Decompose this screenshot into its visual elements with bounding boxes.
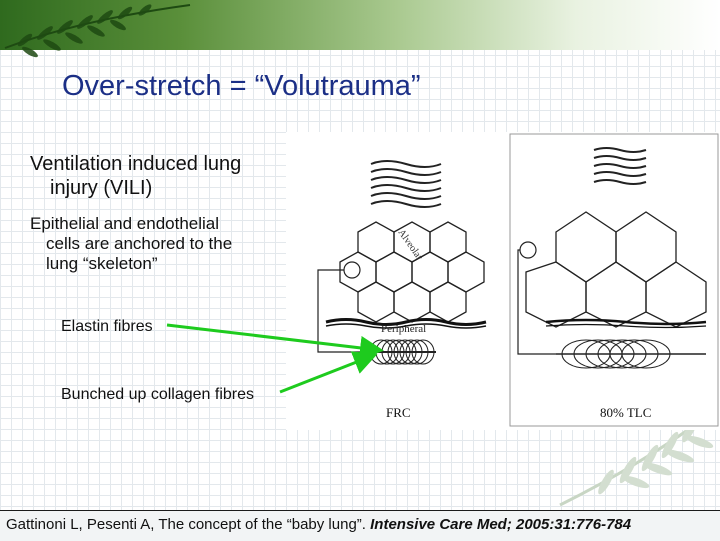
- bullet-vili-line1: Ventilation induced lung: [30, 153, 242, 175]
- arrow-collagen: [279, 351, 378, 394]
- fern-decoration-top: [4, 4, 191, 58]
- citation-authors: Gattinoni L, Pesenti A, The concept of t…: [6, 516, 366, 533]
- slide-title: Over-stretch = “Volutrauma”: [62, 70, 421, 102]
- bullet-anchoring-line1: Epithelial and endothelial: [30, 214, 220, 233]
- bullet-anchoring: Epithelial and endothelial cells are anc…: [30, 214, 232, 274]
- frc-caption: FRC: [386, 405, 411, 420]
- citation-journal: Intensive Care Med; 2005:31:776-784: [370, 516, 632, 533]
- bullet-vili-line2: injury (VILI): [50, 177, 153, 199]
- lung-skeleton-diagram: Alveolar Peripheral FRC: [317, 133, 719, 427]
- arrow-elastin: [166, 323, 384, 360]
- tlc-panel: 80% TLC: [509, 133, 719, 427]
- citation-bar: [0, 510, 720, 541]
- bullet-vili: Ventilation induced lung injury (VILI): [30, 152, 241, 200]
- lung-skeleton-figure: Alveolar Peripheral FRC: [286, 132, 720, 430]
- label-elastin: Elastin fibres: [61, 318, 153, 335]
- peripheral-tag: Peripheral: [381, 323, 426, 335]
- bullet-anchoring-line2: cells are anchored to the: [46, 234, 233, 253]
- label-collagen: Bunched up collagen fibres: [61, 386, 255, 403]
- citation: Gattinoni L, Pesenti A, The concept of t…: [6, 516, 631, 533]
- bullet-anchoring-line3: lung “skeleton”: [46, 254, 158, 273]
- tlc-caption: 80% TLC: [600, 405, 651, 420]
